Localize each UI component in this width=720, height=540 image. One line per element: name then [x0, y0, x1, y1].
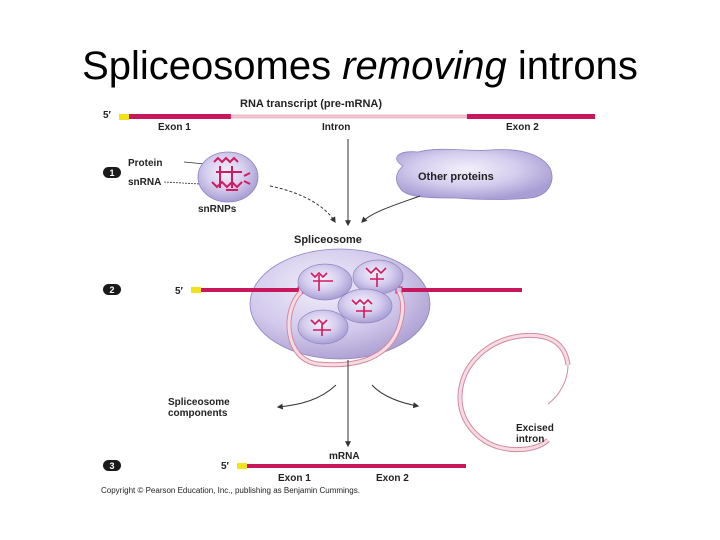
other-proteins-label: Other proteins — [418, 171, 494, 183]
lariat-tail — [547, 364, 569, 405]
other-proteins-blob — [396, 148, 553, 200]
cap-mid — [191, 287, 201, 293]
arrow-proteins-in — [361, 195, 421, 223]
exon2-bottom — [350, 464, 466, 468]
snrna-strand — [211, 156, 251, 191]
title-emphasis: removing — [342, 44, 507, 88]
snrnps-label: snRNPs — [198, 204, 237, 215]
intron-top — [230, 114, 468, 119]
spliceosome-label: Spliceosome — [294, 234, 362, 246]
exon1-label-top: Exon 1 — [158, 122, 191, 133]
intron-loop — [287, 290, 405, 367]
excised-label-2: intron — [516, 434, 544, 445]
slide-title: Spliceosomes removing introns — [0, 42, 720, 90]
exon2-label-top: Exon 2 — [506, 122, 539, 133]
cap-bottom — [237, 463, 247, 469]
step-1-badge — [103, 167, 121, 178]
exon1-top — [129, 114, 231, 119]
mrna-label: mRNA — [329, 451, 360, 462]
excised-label-1: Excised — [516, 423, 554, 434]
snrnp-particle — [197, 151, 259, 203]
step-2-badge — [103, 284, 121, 295]
cap-top — [119, 114, 129, 120]
exon1-label-bottom: Exon 1 — [278, 473, 311, 484]
arrow-components-out — [276, 384, 337, 410]
five-prime-label-bottom: 5′ — [221, 461, 230, 472]
step-2-number: 2 — [109, 285, 114, 295]
exon2-mid — [402, 288, 522, 292]
exon2-top — [467, 114, 595, 119]
arrow-snrnps-in — [269, 185, 336, 224]
copyright-text: Copyright © Pearson Education, Inc., pub… — [101, 486, 360, 495]
snrna-strands — [310, 266, 387, 336]
pre-mrna-label: RNA transcript (pre-mRNA) — [240, 98, 382, 110]
step-3-badge — [103, 460, 121, 471]
title-text-2: introns — [506, 44, 638, 88]
components-label-1: Spliceosome — [168, 397, 230, 408]
excised-intron-lariat — [458, 333, 570, 452]
title-text-1: Spliceosomes — [82, 44, 343, 88]
exon1-bottom — [247, 464, 350, 468]
five-prime-label-mid: 5′ — [175, 286, 184, 297]
snrna-label: snRNA — [128, 177, 161, 188]
step-3-number: 3 — [109, 461, 114, 471]
step-1-number: 1 — [109, 168, 114, 178]
snrnp-a — [297, 263, 353, 301]
five-prime-label-top: 5′ — [103, 110, 112, 121]
arrow-intron-out — [371, 384, 420, 409]
snrnp-d — [297, 309, 349, 345]
protein-label: Protein — [128, 158, 162, 169]
intron-label: Intron — [322, 122, 350, 133]
snrna-pointer — [163, 181, 201, 185]
components-label-2: components — [168, 408, 228, 419]
protein-pointer — [183, 161, 206, 165]
exon2-label-bottom: Exon 2 — [376, 473, 409, 484]
snrnp-c — [337, 288, 393, 324]
exon1-mid — [201, 288, 299, 292]
